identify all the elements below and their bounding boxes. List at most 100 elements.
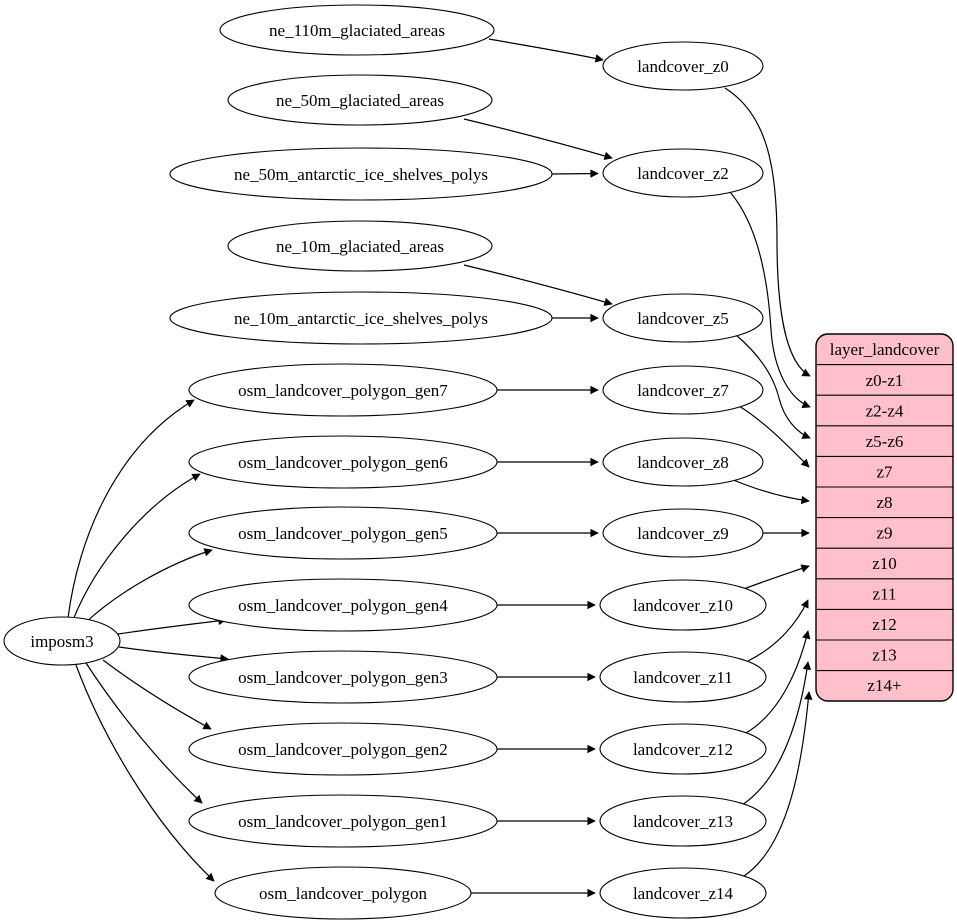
table-row-z9: z9 xyxy=(876,524,892,543)
node-ellipse xyxy=(602,41,764,91)
node-ellipse xyxy=(599,867,767,919)
table-row-z2-z4: z2-z4 xyxy=(866,402,904,421)
node-label: landcover_z14 xyxy=(633,884,734,903)
node-ellipse xyxy=(599,795,767,847)
node-landcover_z14: landcover_z14 xyxy=(599,867,767,919)
edge-imposm3-to-osm_landcover_polygon_gen4 xyxy=(117,616,227,635)
table-row-z13: z13 xyxy=(872,646,897,665)
intermediate-nodes: landcover_z0 landcover_z2 landcover_z5 l… xyxy=(599,41,767,919)
node-ellipse xyxy=(188,794,498,848)
node-ellipse xyxy=(188,435,498,489)
node-ellipse xyxy=(599,579,767,631)
node-landcover_z9: landcover_z9 xyxy=(602,508,764,558)
edge-landcover_z10-to-row-z10 xyxy=(740,564,810,591)
node-label: ne_10m_glaciated_areas xyxy=(276,237,444,256)
node-ellipse xyxy=(169,291,553,345)
table-row-z0-z1: z0-z1 xyxy=(866,371,904,390)
node-ellipse xyxy=(227,74,493,126)
node-label: landcover_z13 xyxy=(633,812,733,831)
node-landcover_z0: landcover_z0 xyxy=(602,41,764,91)
node-label: osm_landcover_polygon_gen7 xyxy=(238,381,448,400)
node-imposm3: imposm3 xyxy=(3,616,121,666)
edge-landcover_z0-to-row-z0-z1 xyxy=(724,87,811,377)
node-label: landcover_z5 xyxy=(637,309,729,328)
node-label: landcover_z8 xyxy=(637,453,729,472)
layer-landcover-table: layer_landcover z0-z1 z2-z4 z5-z6 z7 z8 … xyxy=(815,333,954,702)
edge-ne_110m_glaciated_areas-to-landcover_z0 xyxy=(488,38,604,63)
node-landcover_z12: landcover_z12 xyxy=(599,723,767,775)
node-landcover_z11: landcover_z11 xyxy=(599,651,767,703)
edge-ne_10m_glaciated_areas-to-landcover_z5 xyxy=(463,264,613,306)
node-label: osm_landcover_polygon_gen6 xyxy=(238,453,448,472)
node-osm_landcover_polygon_gen2: osm_landcover_polygon_gen2 xyxy=(188,722,498,776)
edge-imposm3-to-osm_landcover_polygon_gen5 xyxy=(83,548,213,625)
edge-imposm3-to-osm_landcover_polygon_gen2 xyxy=(102,659,212,730)
edge-imposm3-to-osm_landcover_polygon_gen6 xyxy=(72,473,201,621)
edge-landcover_z5-to-row-z5-z6 xyxy=(735,334,811,439)
node-landcover_z7: landcover_z7 xyxy=(602,365,764,415)
node-ellipse xyxy=(188,722,498,776)
node-ne_10m_antarctic_ice_shelves_polys: ne_10m_antarctic_ice_shelves_polys xyxy=(169,291,553,345)
node-ellipse xyxy=(602,365,764,415)
node-label: landcover_z10 xyxy=(633,596,733,615)
node-ellipse xyxy=(188,506,498,560)
node-ne_50m_antarctic_ice_shelves_polys: ne_50m_antarctic_ice_shelves_polys xyxy=(169,147,553,201)
node-ellipse xyxy=(169,147,553,201)
table-title: layer_landcover xyxy=(830,340,940,359)
node-osm_landcover_polygon_gen5: osm_landcover_polygon_gen5 xyxy=(188,506,498,560)
node-label: osm_landcover_polygon_gen4 xyxy=(238,596,448,615)
node-osm_landcover_polygon_gen6: osm_landcover_polygon_gen6 xyxy=(188,435,498,489)
node-ne_110m_glaciated_areas: ne_110m_glaciated_areas xyxy=(219,4,495,56)
node-ellipse xyxy=(219,4,495,56)
node-ellipse xyxy=(214,866,472,920)
node-label: osm_landcover_polygon_gen2 xyxy=(238,740,448,759)
imposm3-label: imposm3 xyxy=(30,632,93,651)
node-label: osm_landcover_polygon_gen1 xyxy=(238,812,448,831)
node-label: osm_landcover_polygon_gen3 xyxy=(238,668,448,687)
node-label: landcover_z7 xyxy=(637,381,729,400)
node-landcover_z5: landcover_z5 xyxy=(602,293,764,343)
node-osm_landcover_polygon_gen7: osm_landcover_polygon_gen7 xyxy=(188,363,498,417)
node-label: ne_10m_antarctic_ice_shelves_polys xyxy=(234,309,488,328)
node-ellipse xyxy=(227,220,493,272)
edge-imposm3-to-osm_landcover_polygon xyxy=(75,664,215,882)
edge-landcover_z11-to-row-z11 xyxy=(747,599,809,662)
node-ne_50m_glaciated_areas: ne_50m_glaciated_areas xyxy=(227,74,493,126)
node-osm_landcover_polygon_gen3: osm_landcover_polygon_gen3 xyxy=(188,650,498,704)
table-row-z7: z7 xyxy=(876,463,893,482)
node-osm_landcover_polygon_gen1: osm_landcover_polygon_gen1 xyxy=(188,794,498,848)
edges xyxy=(67,38,813,898)
node-label: landcover_z11 xyxy=(633,668,732,687)
node-landcover_z10: landcover_z10 xyxy=(599,579,767,631)
node-osm_landcover_polygon_gen4: osm_landcover_polygon_gen4 xyxy=(188,578,498,632)
node-label: ne_50m_antarctic_ice_shelves_polys xyxy=(234,165,488,184)
table-row-z8: z8 xyxy=(876,493,892,512)
node-landcover_z8: landcover_z8 xyxy=(602,437,764,487)
node-ellipse xyxy=(188,578,498,632)
edge-landcover_z13-to-row-z13 xyxy=(741,661,812,806)
node-landcover_z13: landcover_z13 xyxy=(599,795,767,847)
node-label: landcover_z2 xyxy=(637,164,729,183)
table-row-z12: z12 xyxy=(872,615,897,634)
node-osm_landcover_polygon: osm_landcover_polygon xyxy=(214,866,472,920)
table-row-z14plus: z14+ xyxy=(867,676,901,695)
edge-ne_50m_glaciated_areas-to-landcover_z2 xyxy=(463,118,613,160)
node-label: landcover_z9 xyxy=(637,524,729,543)
table-row-z5-z6: z5-z6 xyxy=(866,432,904,451)
node-ellipse xyxy=(188,363,498,417)
table-row-z10: z10 xyxy=(872,554,897,573)
node-label: osm_landcover_polygon_gen5 xyxy=(238,524,448,543)
edge-imposm3-to-osm_landcover_polygon_gen7 xyxy=(67,399,195,619)
node-ellipse xyxy=(599,723,767,775)
imposm3-ellipse xyxy=(3,616,121,666)
node-label: osm_landcover_polygon xyxy=(259,884,428,903)
edge-landcover_z7-to-row-z7 xyxy=(738,405,810,468)
edge-imposm3-to-osm_landcover_polygon_gen3 xyxy=(118,646,229,663)
node-landcover_z2: landcover_z2 xyxy=(602,148,764,198)
node-label: ne_50m_glaciated_areas xyxy=(276,91,444,110)
edge-landcover_z12-to-row-z12 xyxy=(745,630,811,734)
edge-ne_50m_antarctic_ice_shelves_polys-to-landcover_z2 xyxy=(551,169,599,178)
table-row-z11: z11 xyxy=(873,585,897,604)
